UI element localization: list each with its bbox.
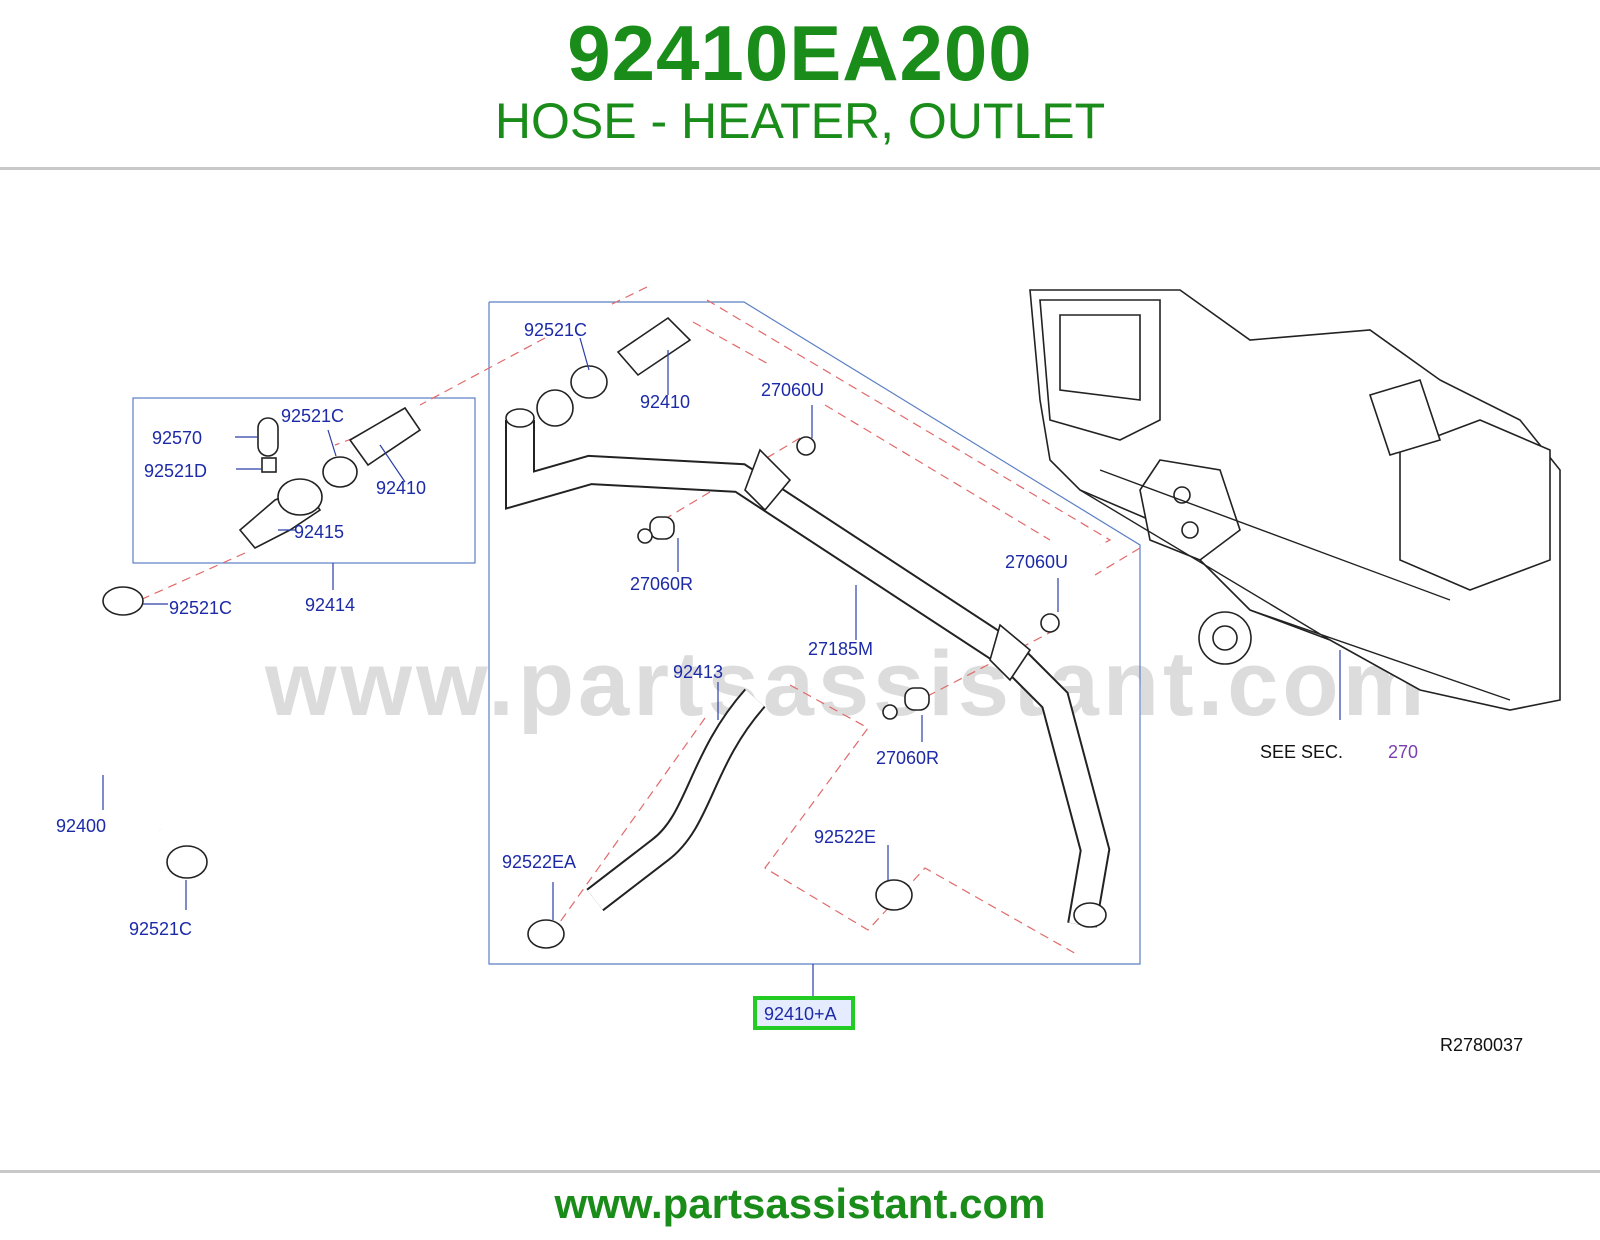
callout-27060U-top[interactable]: 27060U [761,380,824,400]
clamp-92521C-top [570,365,608,399]
grommet-27060U-right [1040,613,1060,633]
callout-92570[interactable]: 92570 [152,428,202,448]
callout-92521C-bottom[interactable]: 92521C [129,919,192,939]
top-divider [0,167,1600,170]
core-port-lower [1181,521,1199,539]
bushing-27060R-top [649,516,675,540]
pipe-end-top [505,408,535,428]
heater-core-flange [1139,459,1241,561]
dash-line [692,321,771,366]
relay-box [1368,379,1442,456]
see-section-number-link[interactable]: 270 [1388,742,1418,762]
clamp-92522E [875,879,913,911]
dash-line [334,417,411,446]
hose-92410-top [616,316,692,377]
callout-92521C-left[interactable]: 92521C [169,598,232,618]
assembly-box-92410 [488,301,1141,965]
heater-case [1029,289,1561,711]
clamp-92522EA [527,919,565,949]
footer-website-link[interactable]: www.partsassistant.com [554,1180,1046,1227]
diagram-reference-code: R2780037 [1440,1035,1523,1055]
dash-line [1094,547,1141,576]
leader [579,337,590,371]
dash-line [609,286,648,306]
nut-27060R-right [882,704,898,720]
dash-line [419,337,546,406]
heater-unit-illustration [1029,289,1561,711]
blower-grille [1059,314,1141,401]
grommet-27060U-top [796,436,816,456]
hose-92413-fill [587,690,765,910]
highlighted-callout-box[interactable] [753,996,855,1030]
page-header: 92410EA200 HOSE - HEATER, OUTLET [0,0,1600,168]
callout-27060U-right[interactable]: 27060U [1005,552,1068,572]
callout-92413[interactable]: 92413 [673,662,723,682]
pipe-end-bottom [1073,902,1107,928]
callout-92410-box[interactable]: 92410 [376,478,426,498]
dash-line [559,717,706,923]
actuator-module [1399,419,1551,591]
part-description: HOSE - HEATER, OUTLET [494,93,1106,149]
dash-line [139,552,246,601]
dash-line [706,299,1112,546]
callout-92410-top[interactable]: 92410 [640,392,690,412]
callout-92522EA[interactable]: 92522EA [502,852,576,872]
clamp-92521C-box [322,456,358,488]
hose-92400-fill [34,597,174,836]
cap-92570 [257,417,279,457]
leader [379,444,406,483]
joint-92415-end [277,478,323,516]
dash-line [824,404,1051,541]
callout-92521C-box[interactable]: 92521C [281,406,344,426]
diagram-svg: 92521C 92410 27060U 27060R 92570 92521C … [34,286,1561,1055]
callout-27185M[interactable]: 27185M [808,639,873,659]
bracket-right [989,623,1032,682]
nut-27060R-top [637,528,653,544]
callout-92521C-top[interactable]: 92521C [524,320,587,340]
clamp-92521C-bottom [166,845,208,879]
callout-27060R-right[interactable]: 27060R [876,748,939,768]
dash-loop [764,684,1079,956]
callout-92400[interactable]: 92400 [56,816,106,836]
pipe-fitting [536,389,574,427]
bushing-27060R-right [904,687,930,711]
callout-92414[interactable]: 92414 [305,595,355,615]
assembly-box-92414 [132,397,476,564]
clamp-92521C-left [102,586,144,616]
dash-line [919,629,1056,701]
callout-92521D[interactable]: 92521D [144,461,207,481]
hose-92410-box [348,406,422,467]
case-seam-lines [1079,469,1511,701]
parts-diagram: www.partsassistant.com [0,170,1600,1170]
pipe-27185M-fill [507,420,1109,928]
part-number-title: 92410EA200 [567,9,1033,97]
callout-92410-plus-A[interactable]: 92410+A [764,1004,837,1024]
callout-92522E[interactable]: 92522E [814,827,876,847]
bottom-divider [0,1170,1600,1173]
motor-disc-hub [1212,625,1238,651]
callout-27060R-top[interactable]: 27060R [630,574,693,594]
leader [327,429,337,457]
see-section-label: SEE SEC. [1260,742,1343,762]
bracket-left [744,448,792,512]
clip-92521D [261,457,277,473]
callout-92415[interactable]: 92415 [294,522,344,542]
